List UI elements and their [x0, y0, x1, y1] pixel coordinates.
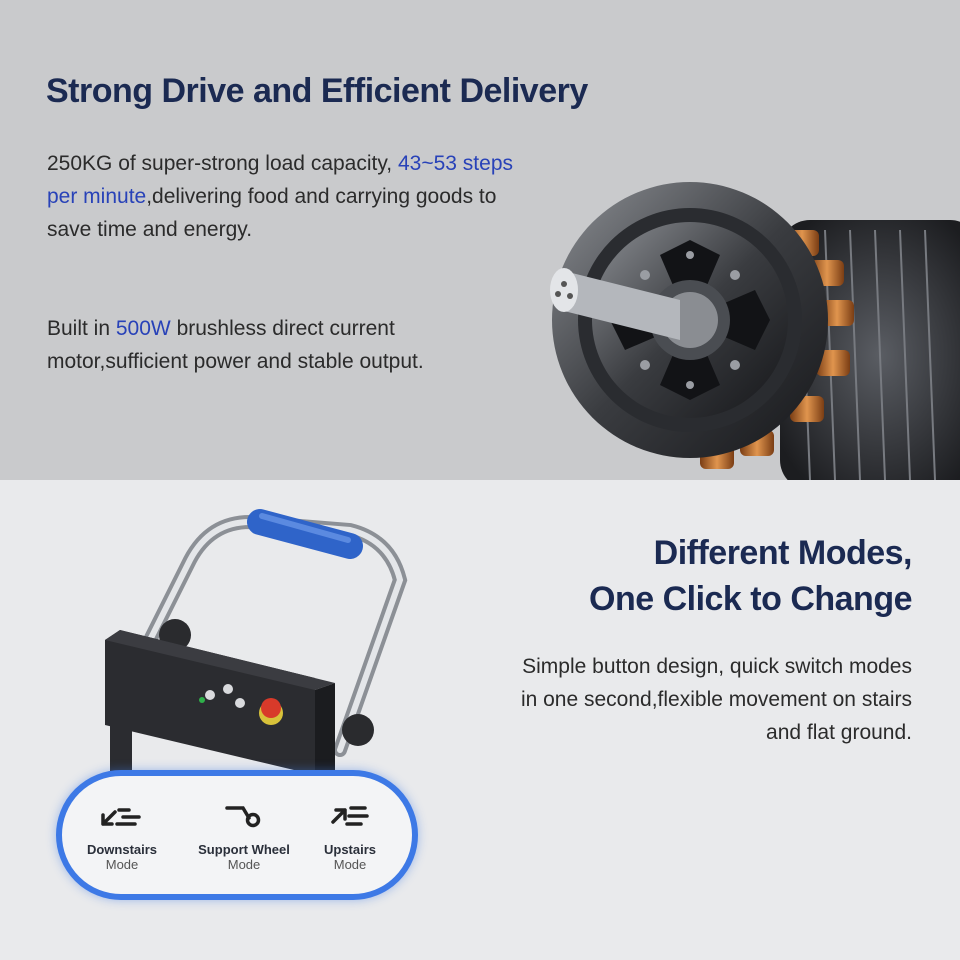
drive-title: Strong Drive and Efficient Delivery	[46, 72, 588, 110]
motor-text: Built in 500W brushless direct current m…	[47, 317, 424, 373]
modes-text: Simple button design, quick switch modes…	[520, 655, 912, 744]
mode-sub: Mode	[227, 857, 261, 872]
mode-downstairs[interactable]: Downstairs Mode	[62, 802, 182, 873]
mode-label: Support Wheel	[198, 842, 290, 857]
upstairs-icon	[331, 806, 369, 826]
mode-label: Upstairs	[323, 842, 377, 857]
mode-sub: Mode	[333, 857, 367, 872]
load-capacity-text: 250KG of super-strong load capacity, 43~…	[47, 152, 513, 241]
modes-title: Different Modes,One Click to Change	[589, 534, 913, 618]
drive-section: Strong Drive and Efficient Delivery 250K…	[0, 0, 960, 480]
mode-label: Downstairs	[86, 842, 158, 857]
modes-section: Downstairs Mode Support Wheel Mode Upsta…	[0, 480, 960, 960]
stair-climber-image	[105, 509, 408, 800]
mode-upstairs[interactable]: Upstairs Mode	[290, 802, 410, 873]
mode-sub: Mode	[105, 857, 139, 872]
motor-image	[550, 182, 960, 480]
modes-panel: Downstairs Mode Support Wheel Mode Upsta…	[56, 770, 418, 900]
power-highlight: 500W	[115, 317, 171, 340]
mode-support-wheel[interactable]: Support Wheel Mode	[184, 802, 304, 873]
support-wheel-icon	[225, 806, 261, 828]
downstairs-icon	[101, 808, 141, 826]
steps-highlight: 43~53 steps per minute	[47, 152, 513, 208]
